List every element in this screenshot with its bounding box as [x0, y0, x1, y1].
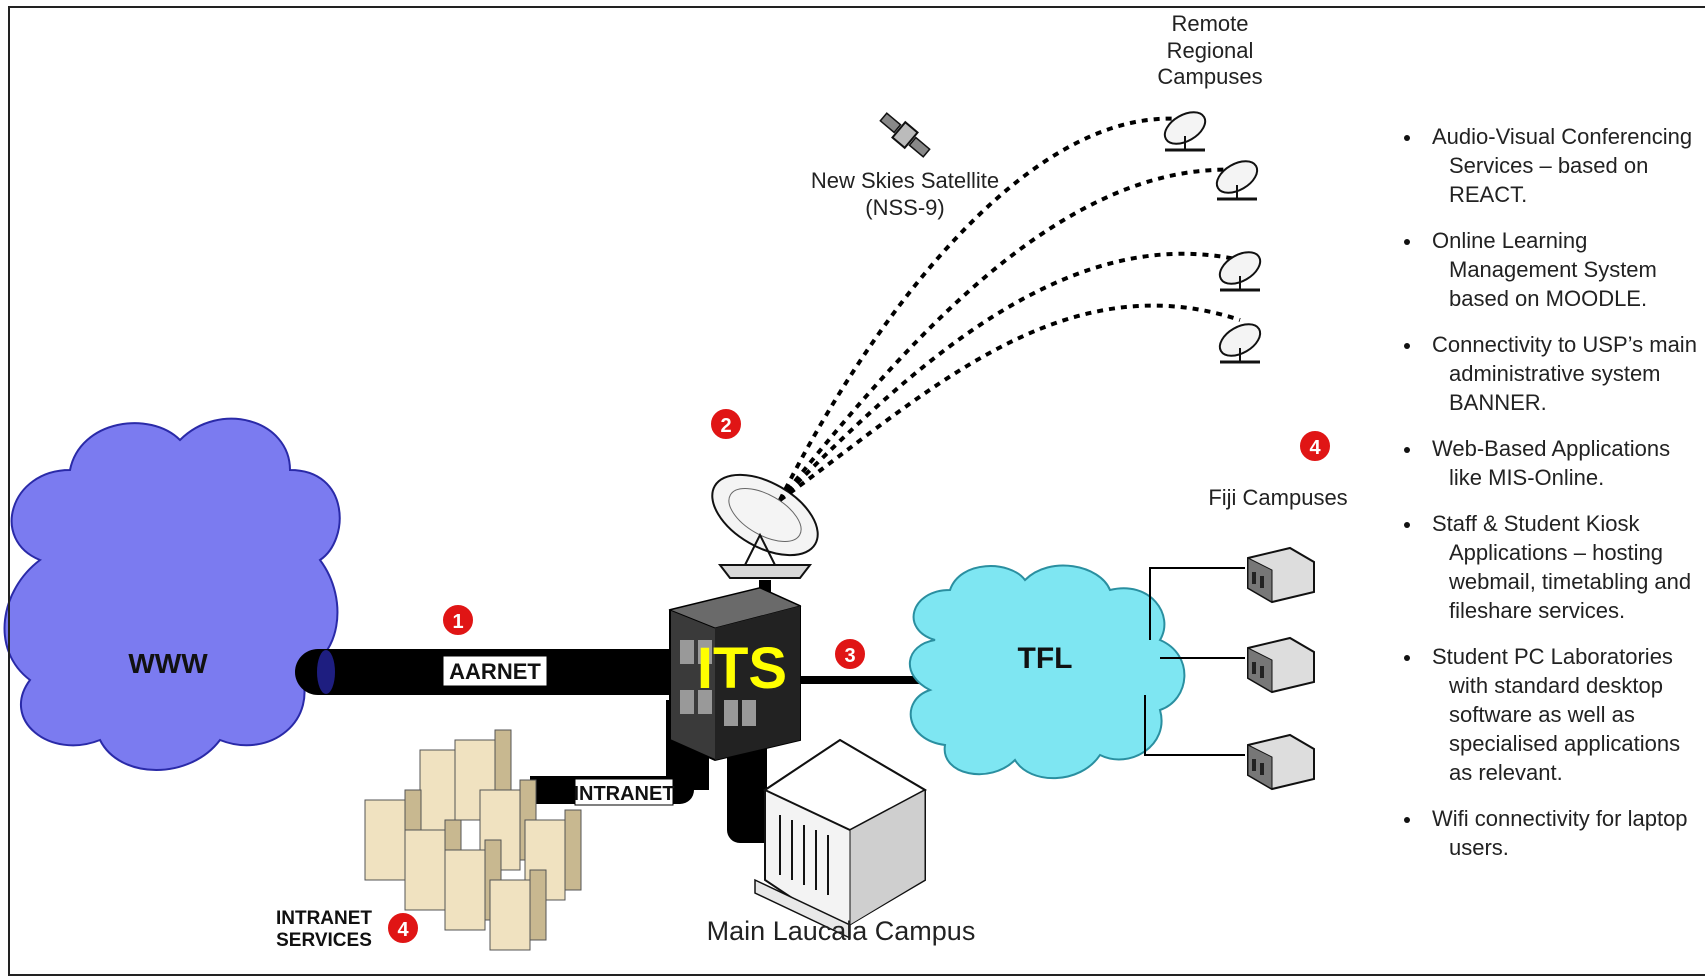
main-campus-building — [754, 738, 928, 940]
diagram-frame — [8, 6, 1705, 976]
satellite-link — [778, 303, 1241, 502]
its-window — [680, 690, 694, 714]
campus-building-side — [849, 789, 926, 926]
dish-inner-ring — [728, 488, 802, 542]
www-cloud-shape — [3, 417, 341, 771]
satellite-links — [778, 116, 1241, 502]
fiji-campuses-label: Fiji Campuses — [1208, 485, 1347, 510]
fiji-campus-building — [1247, 733, 1315, 791]
marker-3: 3 — [833, 637, 867, 671]
www-cloud: WWW — [3, 417, 341, 771]
remote-dish — [1215, 160, 1259, 201]
intranet-servers — [364, 729, 582, 951]
tfl-label: TFL — [1018, 642, 1073, 675]
its-window — [680, 640, 694, 664]
services-list-item: Audio-Visual Conferencing Services – bas… — [1390, 122, 1700, 209]
tfl-cloud: TFL — [909, 564, 1186, 780]
aarnet-label-box — [442, 655, 548, 687]
remote-campuses-label-line3: Campuses — [1157, 64, 1262, 89]
services-list-item: Web-Based Applications like MIS-Online. — [1390, 434, 1700, 492]
satellite-label-line2: (NSS-9) — [865, 195, 944, 220]
fiji-campus-building — [1247, 636, 1315, 694]
fiji-campus-building — [1247, 546, 1315, 604]
marker-4-fiji: 4 — [1298, 429, 1332, 463]
dish-reflector — [711, 473, 819, 557]
intranet-services-label-line2: SERVICES — [276, 930, 372, 951]
remote-dish — [1163, 111, 1207, 152]
aarnet-pipe-end — [317, 650, 335, 694]
marker-2: 2 — [709, 407, 743, 441]
its-window — [698, 690, 712, 714]
aarnet-link: AARNET — [295, 649, 693, 695]
svg-text:4: 4 — [1309, 437, 1321, 459]
services-list-item: Connectivity to USP’s main administrativ… — [1390, 330, 1700, 417]
satellite-icon — [879, 112, 931, 158]
services-list-item: Staff & Student Kiosk Applications – hos… — [1390, 509, 1700, 625]
campus-building-columns — [779, 815, 829, 895]
its-window — [698, 640, 712, 664]
satellite-label-line1: New Skies Satellite — [811, 168, 999, 193]
aarnet-label: AARNET — [449, 659, 541, 684]
svg-text:1: 1 — [452, 611, 463, 633]
its-label: ITS — [697, 636, 787, 701]
its-window — [724, 700, 738, 726]
www-label: WWW — [128, 648, 208, 679]
remote-dish — [1218, 251, 1262, 292]
svg-text:3: 3 — [844, 645, 855, 667]
dish-base — [717, 564, 813, 579]
campus-building-steps — [754, 878, 851, 940]
marker-4-intranet: 4 — [386, 911, 420, 945]
svg-text:4: 4 — [397, 919, 409, 941]
intranet-services-label-line1: INTRANET — [276, 908, 372, 929]
services-list: Audio-Visual Conferencing Services – bas… — [1390, 122, 1700, 879]
its-building: ITS — [668, 586, 802, 762]
its-window — [742, 700, 756, 726]
remote-campuses-label-line2: Regional — [1167, 38, 1254, 63]
remote-dish — [1218, 323, 1262, 364]
fiji-links — [1144, 567, 1245, 756]
intranet-label: INTRANET — [573, 783, 674, 805]
services-list-item: Student PC Laboratories with standard de… — [1390, 642, 1700, 787]
services-list-item: Wifi connectivity for laptop users. — [1390, 804, 1700, 862]
remote-campuses-label-line1: Remote — [1171, 11, 1248, 36]
ground-satellite-dish — [711, 473, 819, 579]
main-campus-label: Main Laucala Campus — [707, 916, 976, 946]
satellite-link — [778, 251, 1241, 502]
services-list-item: Online Learning Management System based … — [1390, 226, 1700, 313]
intranet-label-box — [574, 778, 674, 806]
marker-1: 1 — [441, 603, 475, 637]
tfl-cloud-shape — [909, 564, 1186, 780]
svg-text:2: 2 — [720, 415, 731, 437]
dish-stand — [744, 532, 776, 566]
